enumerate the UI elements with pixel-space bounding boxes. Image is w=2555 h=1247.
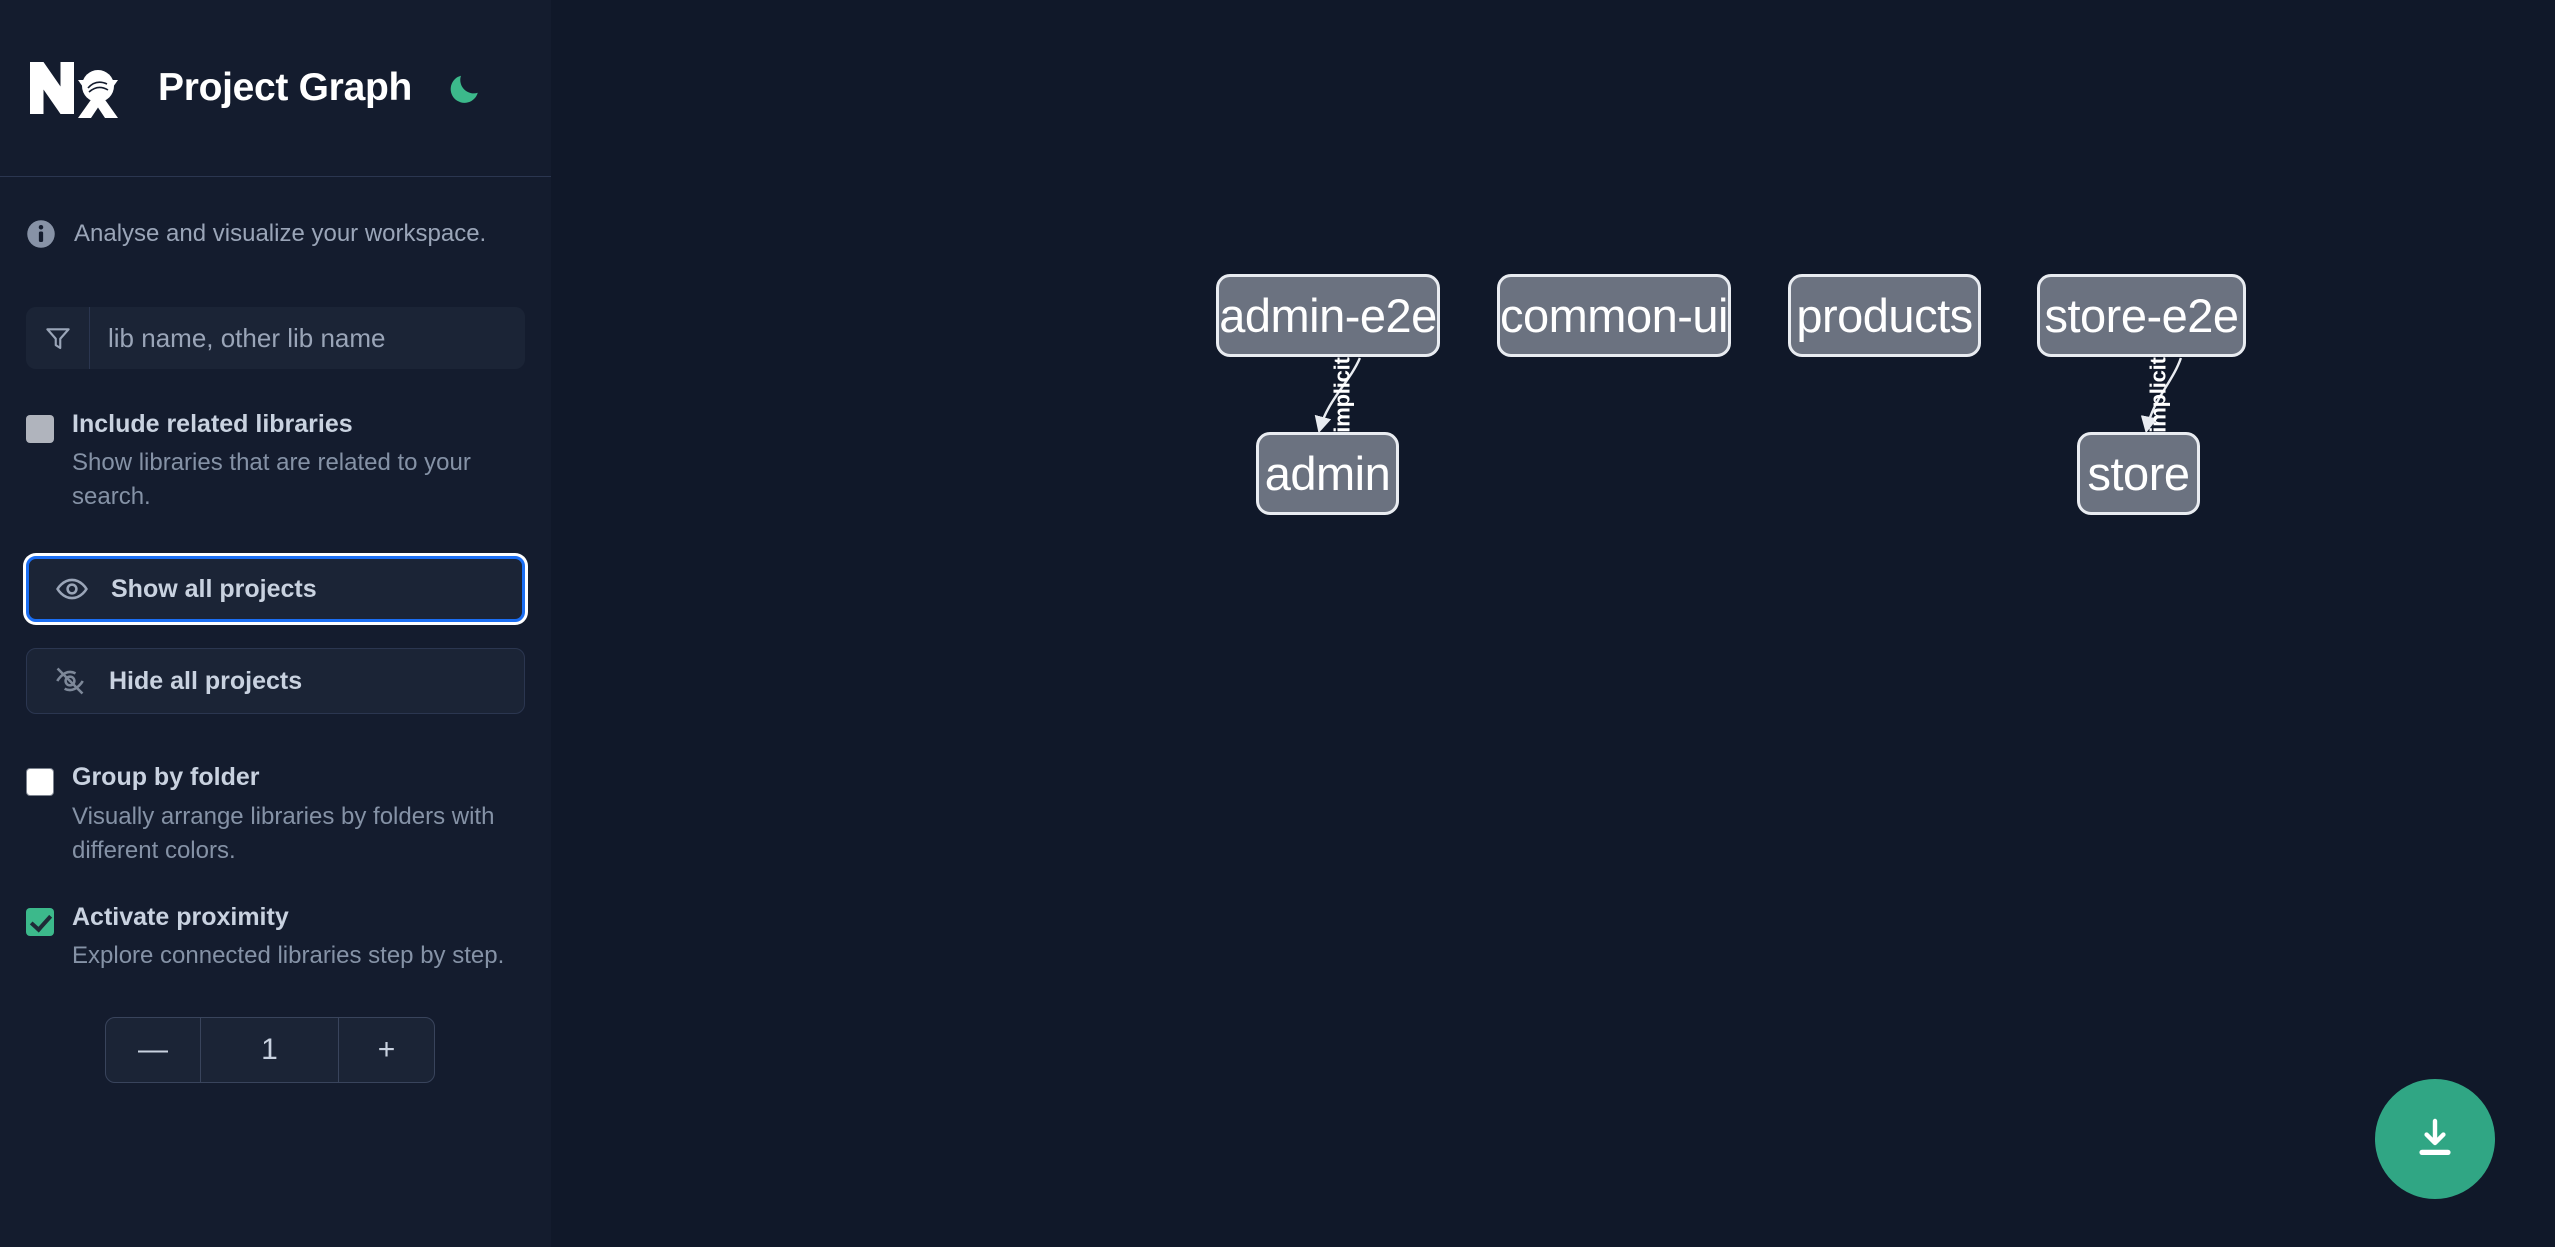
eye-icon — [55, 572, 89, 606]
eye-off-icon — [53, 664, 87, 698]
stepper-value: 1 — [201, 1018, 339, 1083]
sidebar: Project Graph Analyse and visualize your… — [0, 0, 551, 1247]
include-related-libraries-description: Show libraries that are related to your … — [72, 449, 471, 511]
info-icon — [26, 219, 56, 249]
filter-search-row — [26, 307, 525, 369]
edge-label-admin-e2e-admin: implicit — [1329, 357, 1355, 433]
stepper-increment-button[interactable]: + — [377, 1033, 396, 1067]
activate-proximity-label: Activate proximity — [72, 902, 289, 931]
download-icon — [2411, 1114, 2459, 1165]
graph-canvas[interactable]: implicit implicit admin-e2e common-ui pr… — [551, 0, 2555, 1247]
moon-icon[interactable] — [442, 65, 488, 111]
funnel-icon — [26, 307, 90, 369]
workspace-tagline: Analyse and visualize your workspace. — [0, 177, 551, 249]
proximity-stepper: — 1 + — [105, 1017, 435, 1084]
sidebar-body: Analyse and visualize your workspace. In… — [0, 177, 551, 1084]
graph-node-products[interactable]: products — [1788, 274, 1981, 357]
sidebar-header: Project Graph — [0, 0, 551, 177]
activate-proximity-checkbox[interactable] — [26, 907, 54, 936]
include-related-libraries-label: Include related libraries — [72, 410, 353, 438]
tagline-text: Analyse and visualize your workspace. — [74, 220, 487, 247]
download-graph-button[interactable] — [2375, 1079, 2495, 1199]
nx-logo-icon — [26, 58, 122, 118]
include-related-libraries-checkbox[interactable] — [26, 415, 54, 443]
graph-node-admin[interactable]: admin — [1256, 432, 1399, 515]
show-all-projects-button[interactable]: Show all projects — [26, 556, 525, 623]
stepper-decrement-button[interactable]: — — [106, 1018, 201, 1083]
app-title: Project Graph — [158, 66, 412, 109]
activate-proximity-description: Explore connected libraries step by step… — [72, 942, 505, 970]
checkbox-row-group-by-folder[interactable]: Group by folder Visually arrange librari… — [0, 762, 551, 867]
show-all-projects-label: Show all projects — [111, 574, 317, 603]
search-input[interactable] — [90, 307, 525, 369]
graph-node-store-e2e[interactable]: store-e2e — [2037, 274, 2246, 357]
hide-all-projects-button[interactable]: Hide all projects — [26, 648, 525, 715]
group-by-folder-checkbox[interactable] — [26, 768, 54, 797]
graph-node-admin-e2e[interactable]: admin-e2e — [1216, 274, 1440, 357]
checkbox-row-include-related-libraries[interactable]: Include related libraries Show libraries… — [0, 409, 551, 514]
graph-edges — [1314, 357, 2183, 434]
edge-label-store-e2e-store: implicit — [2145, 357, 2171, 433]
graph-node-common-ui[interactable]: common-ui — [1497, 274, 1731, 357]
graph-node-store[interactable]: store — [2077, 432, 2200, 515]
hide-all-projects-label: Hide all projects — [109, 666, 303, 695]
checkbox-row-activate-proximity[interactable]: Activate proximity Explore connected lib… — [0, 902, 551, 973]
group-by-folder-label: Group by folder — [72, 763, 260, 792]
group-by-folder-description: Visually arrange libraries by folders wi… — [72, 802, 495, 864]
